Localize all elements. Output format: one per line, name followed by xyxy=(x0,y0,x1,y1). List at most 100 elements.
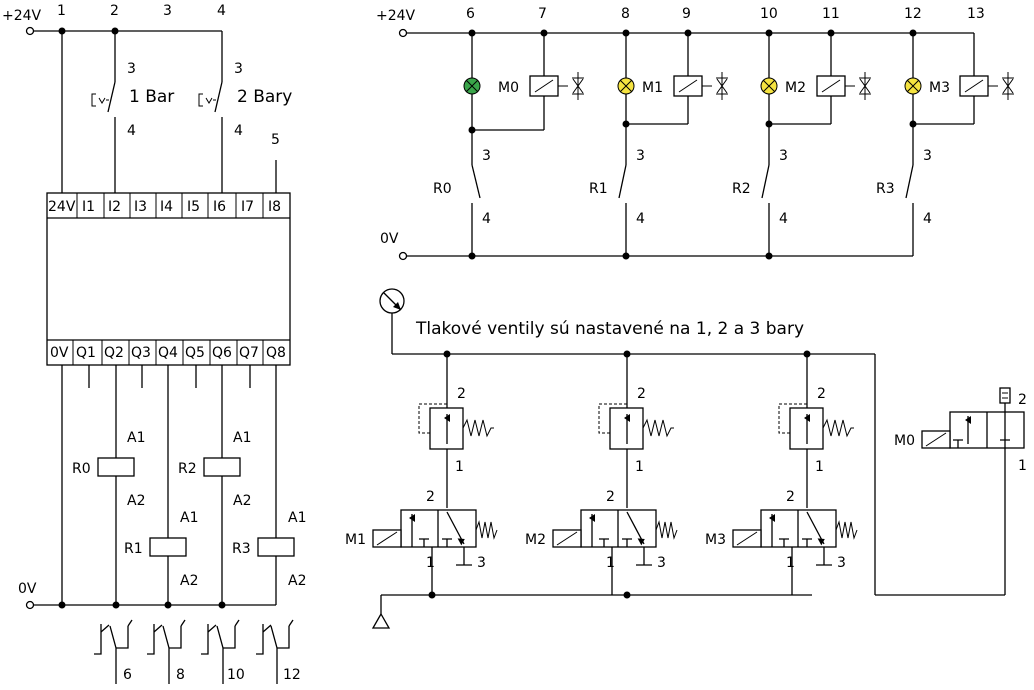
silencer-icon xyxy=(999,387,1011,404)
svg-text:8: 8 xyxy=(621,6,630,22)
directional-valve-m3: M3 2 1 3 xyxy=(705,489,858,595)
terminal-zero xyxy=(398,251,408,261)
indicator-lamp-yellow-icon xyxy=(904,77,922,95)
svg-text:3: 3 xyxy=(477,555,486,571)
svg-text:3: 3 xyxy=(636,148,645,164)
svg-text:3: 3 xyxy=(127,61,136,77)
svg-text:3: 3 xyxy=(923,148,932,164)
branch-m3: M3 R3 3 4 xyxy=(876,29,1014,256)
svg-text:4: 4 xyxy=(923,211,932,227)
svg-text:R0: R0 xyxy=(72,461,91,477)
svg-text:M3: M3 xyxy=(929,80,950,96)
switch-label: 1 Bar xyxy=(129,87,174,107)
terminal-zero xyxy=(25,600,35,610)
diode-icon xyxy=(859,72,871,100)
svg-text:4: 4 xyxy=(482,211,491,227)
svg-text:1: 1 xyxy=(426,555,435,571)
plc-input: I3 xyxy=(134,199,147,215)
directional-valve-m1: M1 2 1 3 xyxy=(345,489,498,595)
valve-label: M3 xyxy=(705,532,726,548)
plc-output: Q8 xyxy=(266,345,286,361)
svg-text:10: 10 xyxy=(227,667,245,683)
indicator-lamp-green-icon xyxy=(463,77,481,95)
svg-text:13: 13 xyxy=(967,6,985,22)
svg-text:1: 1 xyxy=(635,459,644,475)
svg-text:11: 11 xyxy=(822,6,840,22)
svg-text:A2: A2 xyxy=(233,493,251,509)
svg-text:3: 3 xyxy=(837,555,846,571)
switch-label: 2 Bary xyxy=(237,87,292,107)
svg-text:1: 1 xyxy=(455,459,464,475)
plc-input: I4 xyxy=(160,199,173,215)
pressure-source-icon xyxy=(371,612,391,629)
plc-output: Q6 xyxy=(212,345,232,361)
svg-text:12: 12 xyxy=(283,667,301,683)
svg-text:2: 2 xyxy=(786,489,795,505)
svg-text:M0: M0 xyxy=(498,80,519,96)
svg-text:R2: R2 xyxy=(732,181,751,197)
output-circuit: +24V 6 7 8 9 10 11 12 13 M0 xyxy=(376,6,1014,261)
zero-volt-label: 0V xyxy=(380,231,399,247)
valve-label: M1 xyxy=(345,532,366,548)
output-wire-numbers: 6 7 8 9 10 11 12 13 xyxy=(466,6,985,22)
indicator-lamp-yellow-icon xyxy=(617,77,635,95)
svg-text:R0: R0 xyxy=(433,181,452,197)
diode-icon xyxy=(572,72,584,100)
wire-number: 4 xyxy=(217,3,226,19)
svg-text:3: 3 xyxy=(779,148,788,164)
svg-text:1: 1 xyxy=(815,459,824,475)
svg-text:2: 2 xyxy=(606,489,615,505)
plc-output: Q2 xyxy=(104,345,124,361)
svg-text:6: 6 xyxy=(466,6,475,22)
plus-24v-label: +24V xyxy=(376,8,416,24)
plc-output: Q5 xyxy=(185,345,205,361)
plc-inputs: 24V I1 I2 I3 I4 I5 I6 I7 I8 xyxy=(48,199,281,215)
svg-text:3: 3 xyxy=(657,555,666,571)
svg-text:A2: A2 xyxy=(288,573,306,589)
indicator-lamp-yellow-icon xyxy=(760,77,778,95)
svg-text:12: 12 xyxy=(904,6,922,22)
svg-text:4: 4 xyxy=(779,211,788,227)
pressure-switch-2: 3 2 Bary 4 xyxy=(198,31,292,193)
plc-output: Q7 xyxy=(239,345,259,361)
svg-text:4: 4 xyxy=(234,123,243,139)
pressure-switch-1: 3 1 Bar 4 xyxy=(91,31,174,193)
svg-text:2: 2 xyxy=(637,386,646,402)
svg-text:A2: A2 xyxy=(180,573,198,589)
svg-text:R3: R3 xyxy=(876,181,895,197)
svg-text:1: 1 xyxy=(786,555,795,571)
valve-label: M0 xyxy=(894,433,915,449)
relay-coil-r2: R2 A1 A2 xyxy=(178,430,251,509)
pneumatic-circuit: Tlakové ventily sú nastavené na 1, 2 a 3… xyxy=(345,288,1027,629)
svg-text:R1: R1 xyxy=(124,541,143,557)
plc-outputs: 0V Q1 Q2 Q3 Q4 Q5 Q6 Q7 Q8 xyxy=(50,345,286,361)
svg-text:A1: A1 xyxy=(127,430,145,446)
plc-output: Q3 xyxy=(131,345,151,361)
svg-text:4: 4 xyxy=(636,211,645,227)
svg-text:3: 3 xyxy=(482,148,491,164)
svg-text:2: 2 xyxy=(1018,392,1027,408)
plc-input: I6 xyxy=(213,199,226,215)
svg-text:R3: R3 xyxy=(232,541,251,557)
branch-m0: M0 R0 3 4 xyxy=(433,29,584,256)
diode-icon xyxy=(716,72,728,100)
terminal-plus xyxy=(25,26,35,36)
main-valve-m0: M0 2 1 xyxy=(894,387,1027,474)
svg-text:2: 2 xyxy=(426,489,435,505)
wire-number: 2 xyxy=(110,3,119,19)
svg-text:2: 2 xyxy=(817,386,826,402)
svg-text:A1: A1 xyxy=(180,510,198,526)
svg-text:1: 1 xyxy=(1018,458,1027,474)
svg-text:A2: A2 xyxy=(127,493,145,509)
svg-text:8: 8 xyxy=(176,667,185,683)
plc-output: Q4 xyxy=(158,345,178,361)
pressure-relief-valve-2: 2 1 xyxy=(598,354,674,508)
svg-text:M1: M1 xyxy=(642,80,663,96)
directional-valve-m2: M2 2 1 3 xyxy=(525,489,678,595)
svg-text:7: 7 xyxy=(538,6,547,22)
svg-text:R1: R1 xyxy=(589,181,608,197)
plus-24v-label: +24V xyxy=(2,8,42,24)
plc-output: Q1 xyxy=(76,345,96,361)
plc-input: I1 xyxy=(82,199,95,215)
